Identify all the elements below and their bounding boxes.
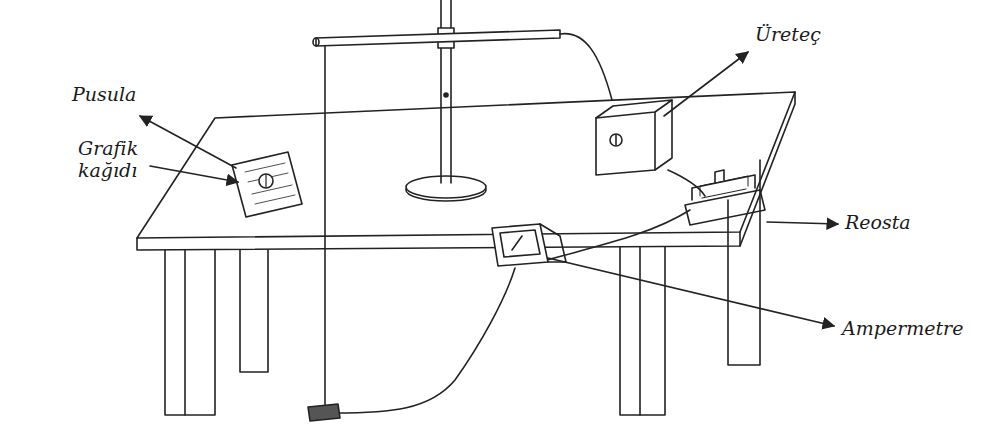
part-label: Ampermetre <box>842 318 963 340</box>
table <box>137 92 795 415</box>
part-label: Reosta <box>845 212 911 234</box>
part-label: Grafik kağıdı <box>78 138 146 182</box>
rheostat <box>685 170 765 225</box>
part-label: Üreteç <box>755 24 821 46</box>
graph-paper <box>232 152 302 217</box>
wire <box>325 34 705 413</box>
stand <box>313 0 560 201</box>
leader-lines <box>140 52 838 326</box>
weight-block <box>308 404 340 421</box>
part-label: Pusula <box>72 84 136 106</box>
power-supply <box>596 100 672 175</box>
